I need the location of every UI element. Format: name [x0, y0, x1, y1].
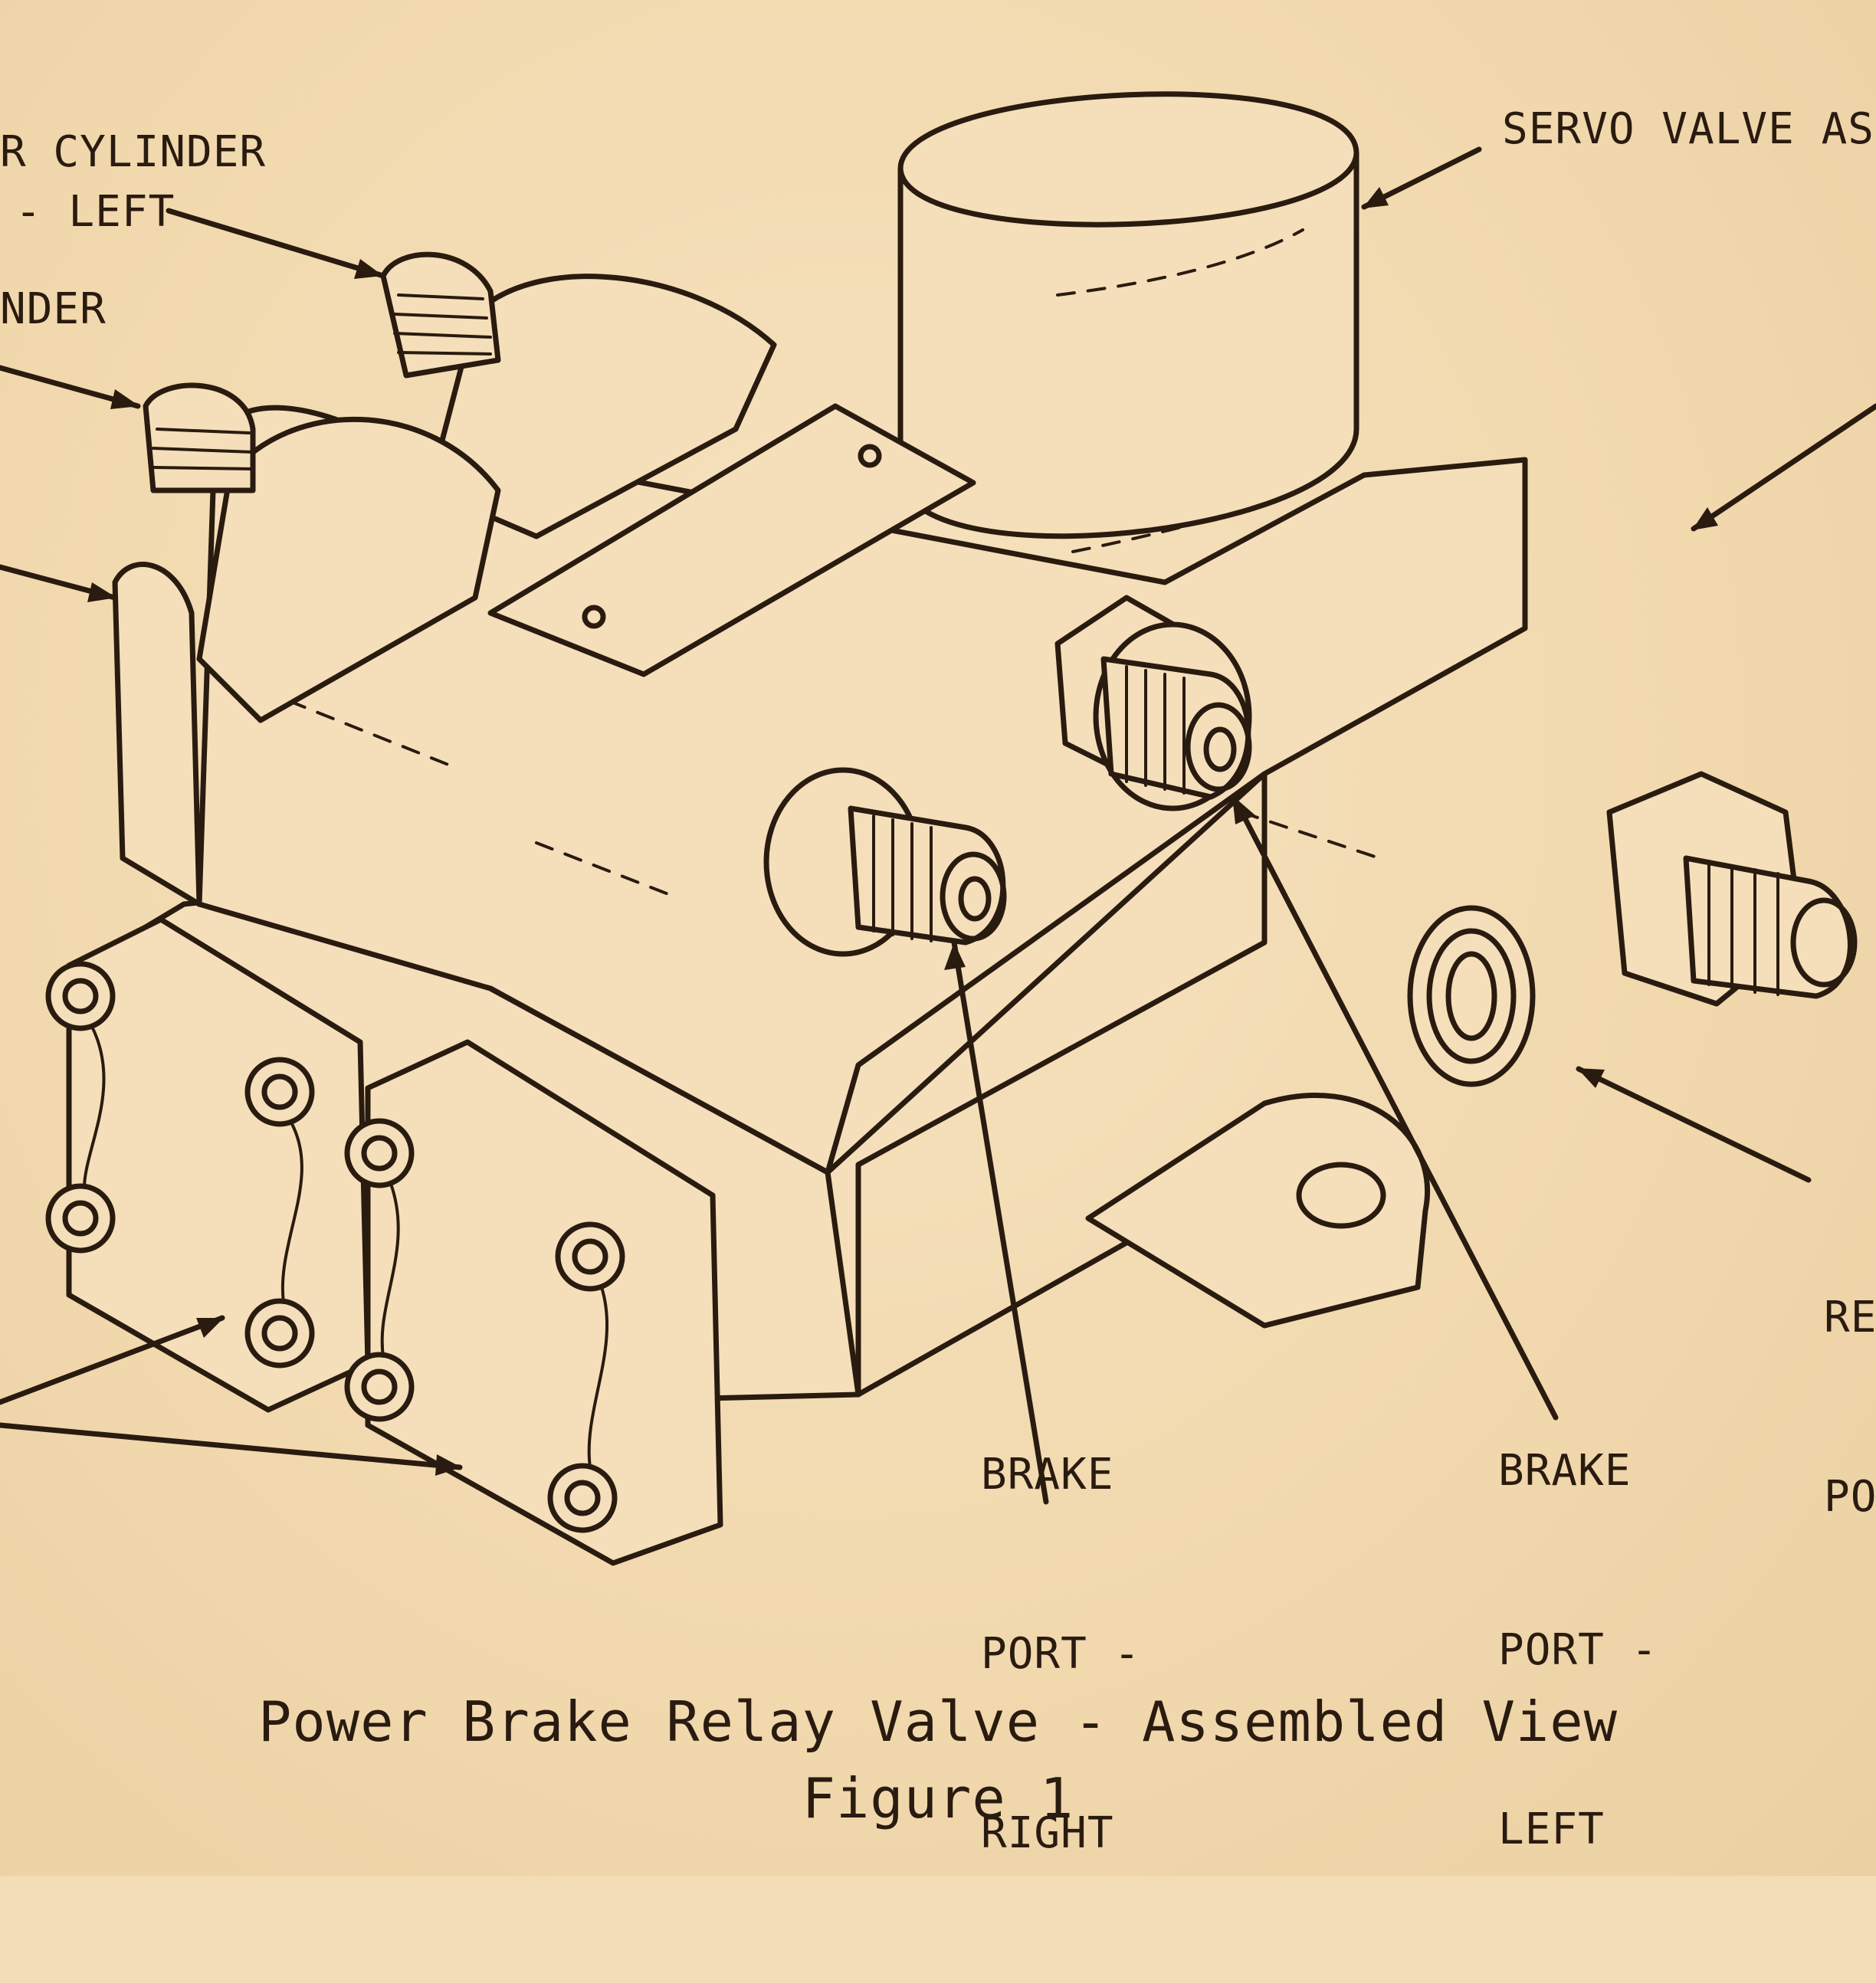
- label-brake-port-right: BRAKE PORT - RIGHT: [981, 1450, 1141, 1858]
- servo-valve-cylinder: [897, 91, 1359, 553]
- mounting-ear: [1085, 1093, 1430, 1329]
- end-cap-right: [344, 1039, 723, 1566]
- right-port-fitting: [1407, 771, 1858, 1087]
- brake-port-left-fitting: [1054, 595, 1252, 811]
- fitting-cylinder-left: [380, 251, 501, 379]
- figure-title: Power Brake Relay Valve - Assembled View: [258, 1690, 1618, 1754]
- brake-port-right-fitting: [763, 767, 1007, 957]
- top-cover-plate: [487, 403, 976, 677]
- label-right-port-fragment: RE PO: [1824, 1293, 1876, 1522]
- figure-number: Figure 1: [802, 1766, 1074, 1831]
- fitting-cylinder-right: [143, 382, 256, 493]
- manual-page: R CYLINDER- LEFT NDER SERVO VALVE AS BRA…: [0, 0, 1876, 1876]
- cylinder-housings: [112, 274, 777, 907]
- label-cylinder-right-fragment: NDER: [0, 284, 107, 334]
- leader-lines: [0, 146, 1876, 1505]
- label-brake-port-left: BRAKE PORT - LEFT: [1498, 1446, 1658, 1854]
- valve-assembly-drawing: [0, 91, 1876, 1566]
- label-servo-valve: SERVO VALVE AS: [1502, 104, 1875, 154]
- end-cap-left: [45, 916, 371, 1413]
- label-cylinder-left: R CYLINDER- LEFT: [0, 127, 267, 237]
